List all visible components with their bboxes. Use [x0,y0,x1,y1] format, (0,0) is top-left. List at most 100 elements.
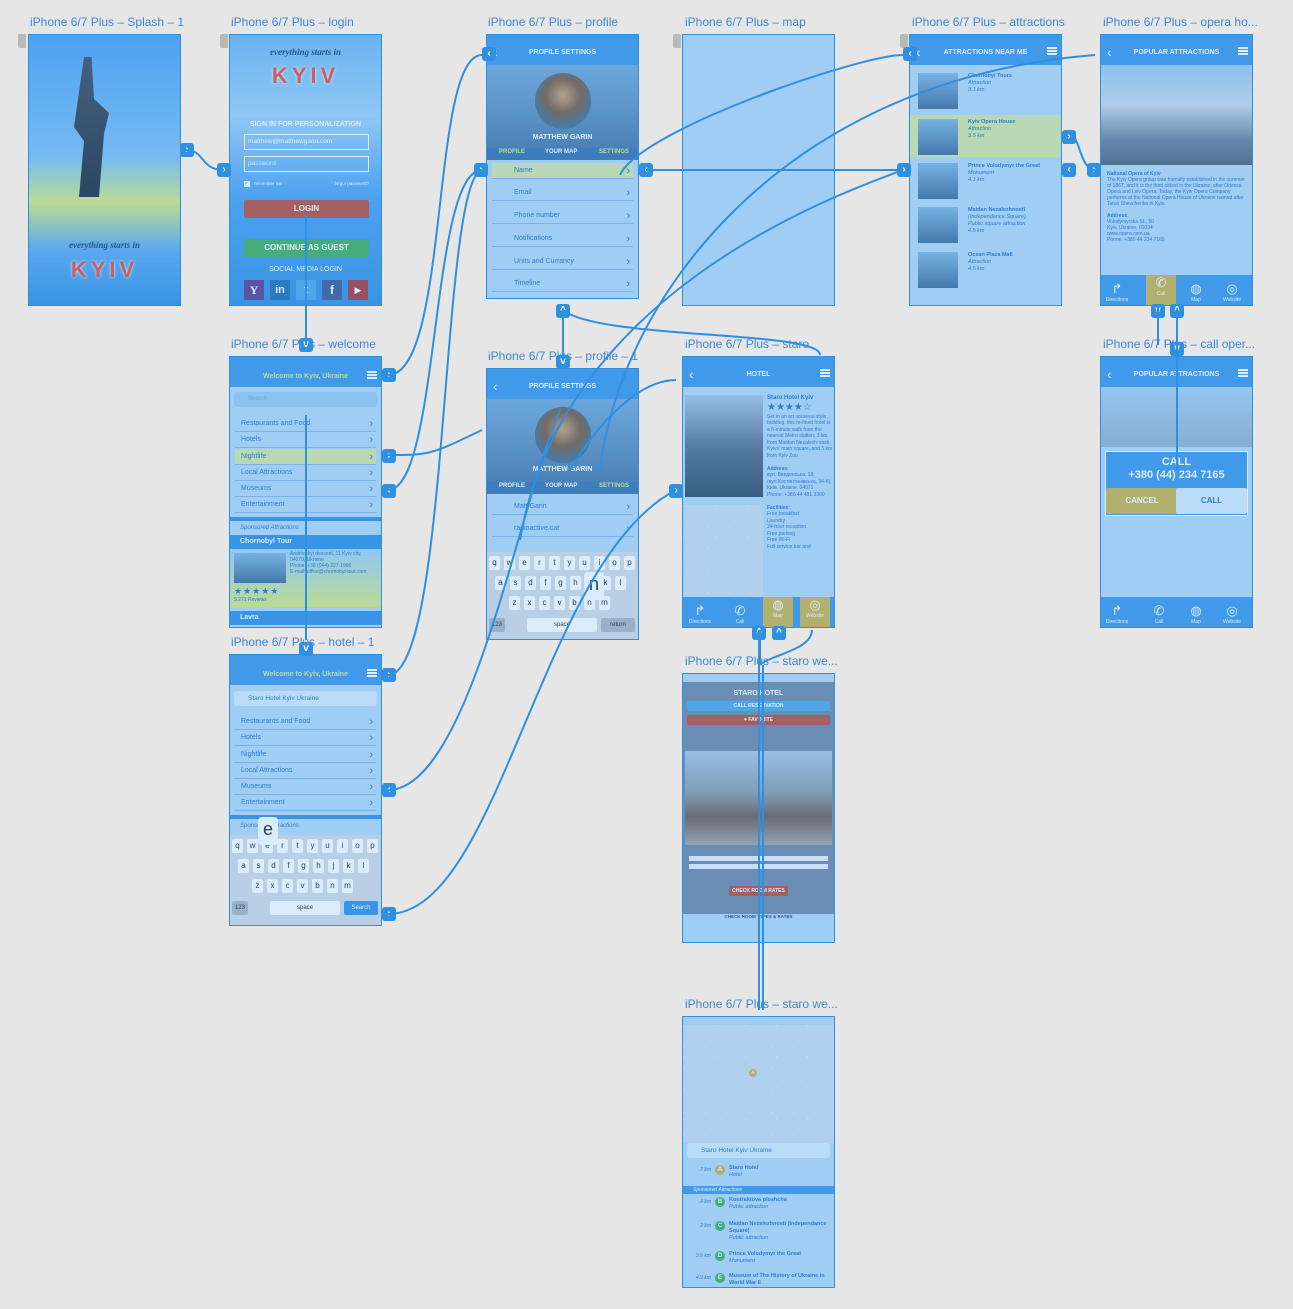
category-row[interactable]: Nightlife [235,747,376,763]
settings-row-phone[interactable]: Phone number [492,208,633,224]
link-hotspot[interactable]: v [299,642,313,656]
login-artboard[interactable]: everything starts in KYIV SIGN IN FOR PE… [229,34,382,306]
return-key[interactable]: return [601,618,635,632]
key-x[interactable]: x [267,879,278,893]
checkout-field[interactable] [689,864,828,869]
password-field[interactable]: password [244,156,369,172]
key-i[interactable]: i [594,556,605,570]
key-x[interactable]: x [524,596,535,610]
key-y[interactable]: y [564,556,575,570]
link-hotspot[interactable]: › [1087,163,1101,177]
link-hotspot[interactable]: ^ [556,304,570,318]
category-row[interactable]: Local Attractions [235,763,376,779]
key-o[interactable]: o [352,839,363,853]
key-y[interactable]: y [307,839,318,853]
menu-icon[interactable] [820,369,830,377]
key-i[interactable]: i [337,839,348,853]
category-row[interactable]: Entertainment [235,795,376,811]
key-m[interactable]: m [342,879,353,893]
menu-icon[interactable] [1238,369,1248,377]
key-p[interactable]: p [367,839,378,853]
space-key[interactable]: space [270,901,340,915]
key-b[interactable]: b [569,596,580,610]
key-s[interactable]: s [510,576,521,590]
key-p[interactable]: p [624,556,635,570]
menu-icon[interactable] [367,371,377,379]
call-button[interactable]: ✆Call [1146,275,1176,305]
link-hotspot[interactable]: › [180,143,194,157]
link-hotspot[interactable]: ‹ [903,47,917,61]
key-o[interactable]: o [609,556,620,570]
category-row[interactable]: Nightlife [235,449,376,465]
review-count[interactable]: 5,271 Reviews [234,597,267,603]
key-r[interactable]: r [534,556,545,570]
key-z[interactable]: z [252,879,263,893]
search-key[interactable]: Search [344,901,378,915]
numbers-key[interactable]: 123 [232,901,248,915]
tab-settings[interactable]: SETTINGS [599,483,630,489]
numbers-key[interactable]: 123 [489,618,505,632]
call-artboard[interactable]: POPULAR ATTRACTIONS ‹ CALL +380 (44) 234… [1100,356,1253,628]
facebook-login-icon[interactable]: f [322,280,342,300]
search-input[interactable]: Search [234,392,377,407]
settings-row-notifications[interactable]: Notifications [492,231,633,247]
category-row[interactable]: Entertainment [235,497,376,513]
key-c[interactable]: c [282,879,293,893]
check-rates-button[interactable]: CHECK ROOM RATES [729,886,788,896]
welcome-artboard[interactable]: Welcome to Kyiv, Ukraine Search Restaura… [229,356,382,628]
results-map[interactable] [683,1025,834,1143]
profile-artboard[interactable]: PROFILE SETTINGS ‹ MATTHEW GARIN PROFILE… [486,34,639,299]
key-r[interactable]: r [277,839,288,853]
back-icon[interactable]: ‹ [1107,366,1112,382]
menu-icon[interactable] [1047,47,1057,55]
call-button[interactable]: ✆Call [1153,603,1165,625]
back-icon[interactable]: ‹ [916,44,921,60]
name-field[interactable]: Matt Garin [492,499,633,515]
category-row[interactable]: Museums [235,481,376,497]
key-v[interactable]: v [297,879,308,893]
directions-button[interactable]: ↱Directions [1105,281,1129,303]
link-hotspot[interactable]: ^ [772,626,786,640]
hotel-map[interactable] [685,505,763,597]
key-u[interactable]: u [322,839,333,853]
key-a[interactable]: a [495,576,506,590]
email-field[interactable]: matthew@matthewgarin.com [244,134,369,150]
favorite-button[interactable]: ♥ FAVORITE [687,715,830,725]
yahoo-login-icon[interactable]: Y [244,280,264,300]
key-s[interactable]: s [253,859,264,873]
checkin-field[interactable] [689,856,828,861]
key-k[interactable]: k [343,859,354,873]
directions-button[interactable]: ↱Directions [1105,603,1129,625]
key-g[interactable]: g [298,859,309,873]
key-b[interactable]: b [312,879,323,893]
key-a[interactable]: a [238,859,249,873]
link-hotspot[interactable]: ‹ [639,163,653,177]
guest-button[interactable]: CONTINUE AS GUEST [244,239,369,257]
link-hotspot[interactable]: ‹ [1062,163,1076,177]
settings-row-timeline[interactable]: Timeline [492,276,633,292]
feature-title[interactable]: Chornobyl Tour [230,535,381,549]
call-button[interactable]: ✆Call [734,603,746,625]
space-key[interactable]: space [527,618,597,632]
key-l[interactable]: l [615,576,626,590]
menu-icon[interactable] [367,669,377,677]
opera-artboard[interactable]: POPULAR ATTRACTIONS ‹ National Opera of … [1100,34,1253,306]
staro-artboard[interactable]: HOTEL ‹ Staro Hotel Kyiv ★★★★☆ Set in an… [682,356,835,628]
confirm-call-button[interactable]: CALL [1176,488,1247,514]
map-button[interactable]: ◍Map [1190,603,1202,625]
link-hotspot[interactable]: › [382,907,396,921]
key-v[interactable]: v [554,596,565,610]
key-n[interactable]: n [327,879,338,893]
link-hotspot[interactable]: v [556,355,570,369]
link-hotspot[interactable]: › [382,668,396,682]
directions-button[interactable]: ↱Directions [688,603,712,625]
back-icon[interactable]: ‹ [493,378,498,394]
key-d[interactable]: d [525,576,536,590]
tab-your-map[interactable]: YOUR MAP [545,149,578,155]
